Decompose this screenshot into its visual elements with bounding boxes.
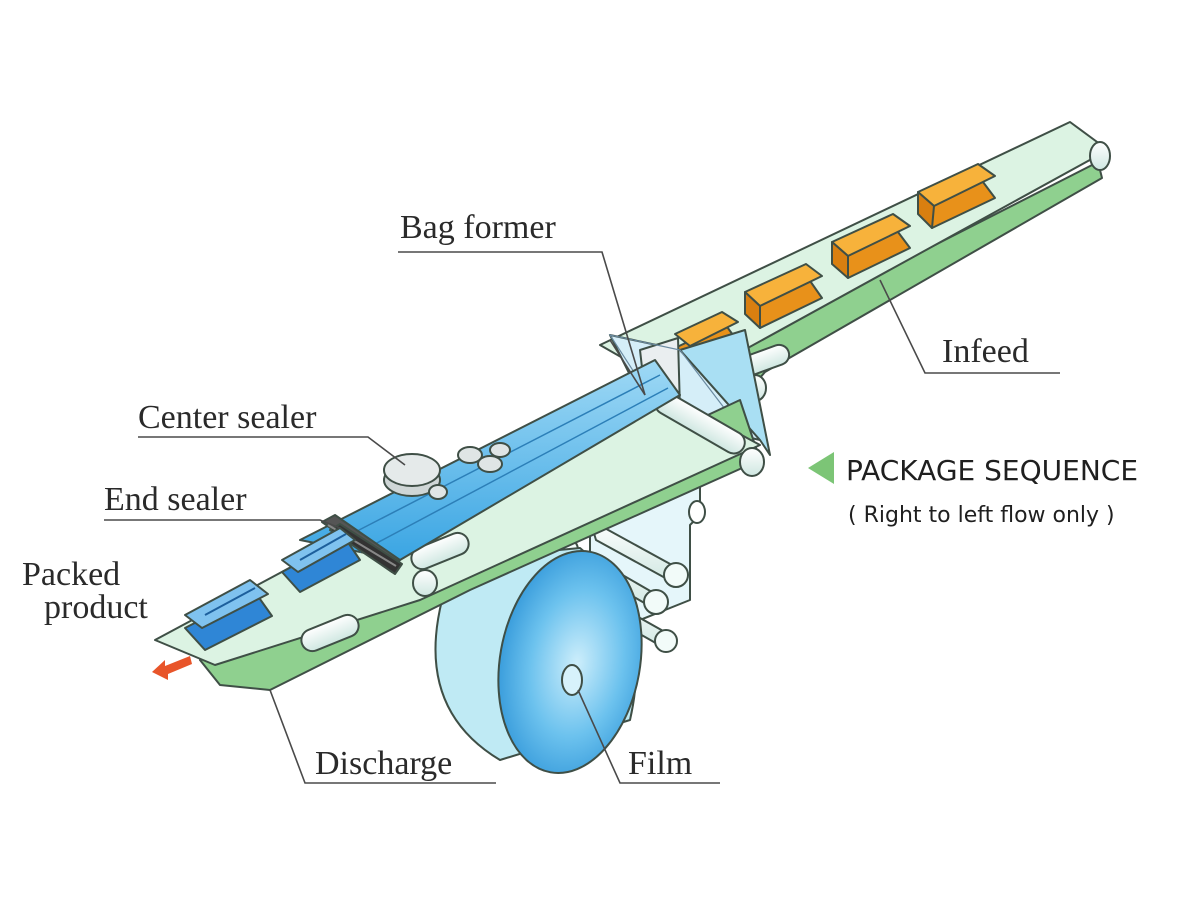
label-bag-former: Bag former [400,209,556,246]
label-infeed: Infeed [942,333,1029,370]
package-sequence-title: PACKAGE SEQUENCE [846,454,1138,487]
packed-product [184,579,273,651]
label-discharge: Discharge [315,745,452,782]
product-box [744,263,823,329]
label-packed-product-line2: product [44,589,148,626]
packed-products [184,527,361,651]
package-sequence-subtitle: ( Right to left flow only ) [848,503,1115,528]
package-sequence-legend: PACKAGE SEQUENCE ( Right to left flow on… [808,452,1138,528]
packed-product [281,527,361,593]
label-film: Film [628,745,692,782]
center-sealer [383,442,511,500]
film-core-icon [561,664,583,696]
label-end-sealer: End sealer [104,481,247,518]
product-box [917,163,996,229]
label-center-sealer: Center sealer [138,399,317,436]
label-packed-product-line1: Packed [22,556,120,593]
arrow-left-icon [152,656,192,680]
sequence-arrow-icon [808,452,834,484]
leader-lines [104,251,1060,784]
product-box [831,213,911,279]
